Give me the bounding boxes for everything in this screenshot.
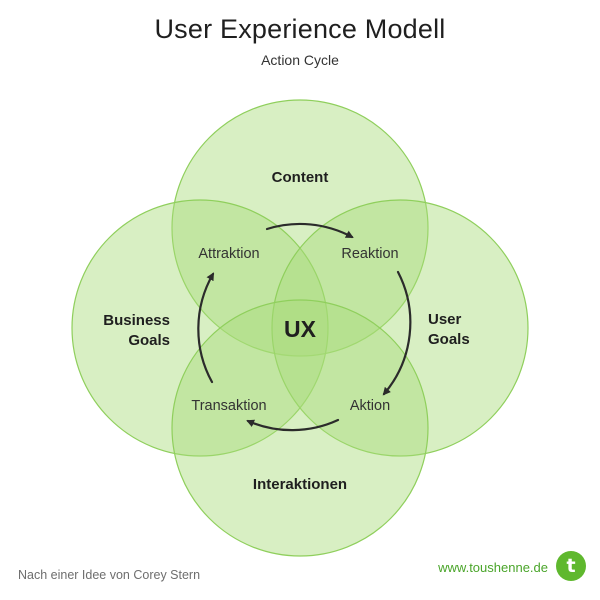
cycle-label-reaktion: Reaktion — [341, 246, 398, 262]
circles-group — [71, 99, 529, 557]
arrow-aktion-to-transaktion — [246, 418, 340, 432]
circle-interaktionen — [171, 299, 429, 557]
arrow-transaktion-to-attraktion — [197, 272, 215, 384]
label-user-goals-line1: User — [428, 311, 462, 328]
label-business-goals-line2: Goals — [128, 332, 170, 349]
cycle-label-transaktion: Transaktion — [191, 398, 266, 414]
brand-logo-icon[interactable]: t — [556, 551, 586, 581]
circle-content — [171, 99, 429, 357]
label-interaktionen: Interaktionen — [253, 476, 347, 493]
label-user-goals-line2: Goals — [428, 331, 470, 348]
page-title: User Experience Modell — [154, 14, 446, 44]
footer-website-link[interactable]: www.toushenne.de — [438, 560, 548, 575]
label-business-goals-line1: Business — [103, 312, 170, 329]
page-subtitle: Action Cycle — [261, 52, 339, 68]
circle-business-goals — [71, 199, 329, 457]
arrow-reaktion-to-aktion — [382, 270, 412, 396]
cycle-arrows — [197, 222, 412, 432]
arrow-attraktion-to-reaktion — [265, 222, 354, 239]
cycle-label-aktion: Aktion — [350, 398, 390, 414]
circle-user-goals — [271, 199, 529, 457]
label-content: Content — [272, 169, 329, 186]
center-label-ux: UX — [284, 316, 317, 342]
footer-credit: Nach einer Idee von Corey Stern — [18, 568, 201, 582]
cycle-label-attraktion: Attraktion — [198, 246, 259, 262]
